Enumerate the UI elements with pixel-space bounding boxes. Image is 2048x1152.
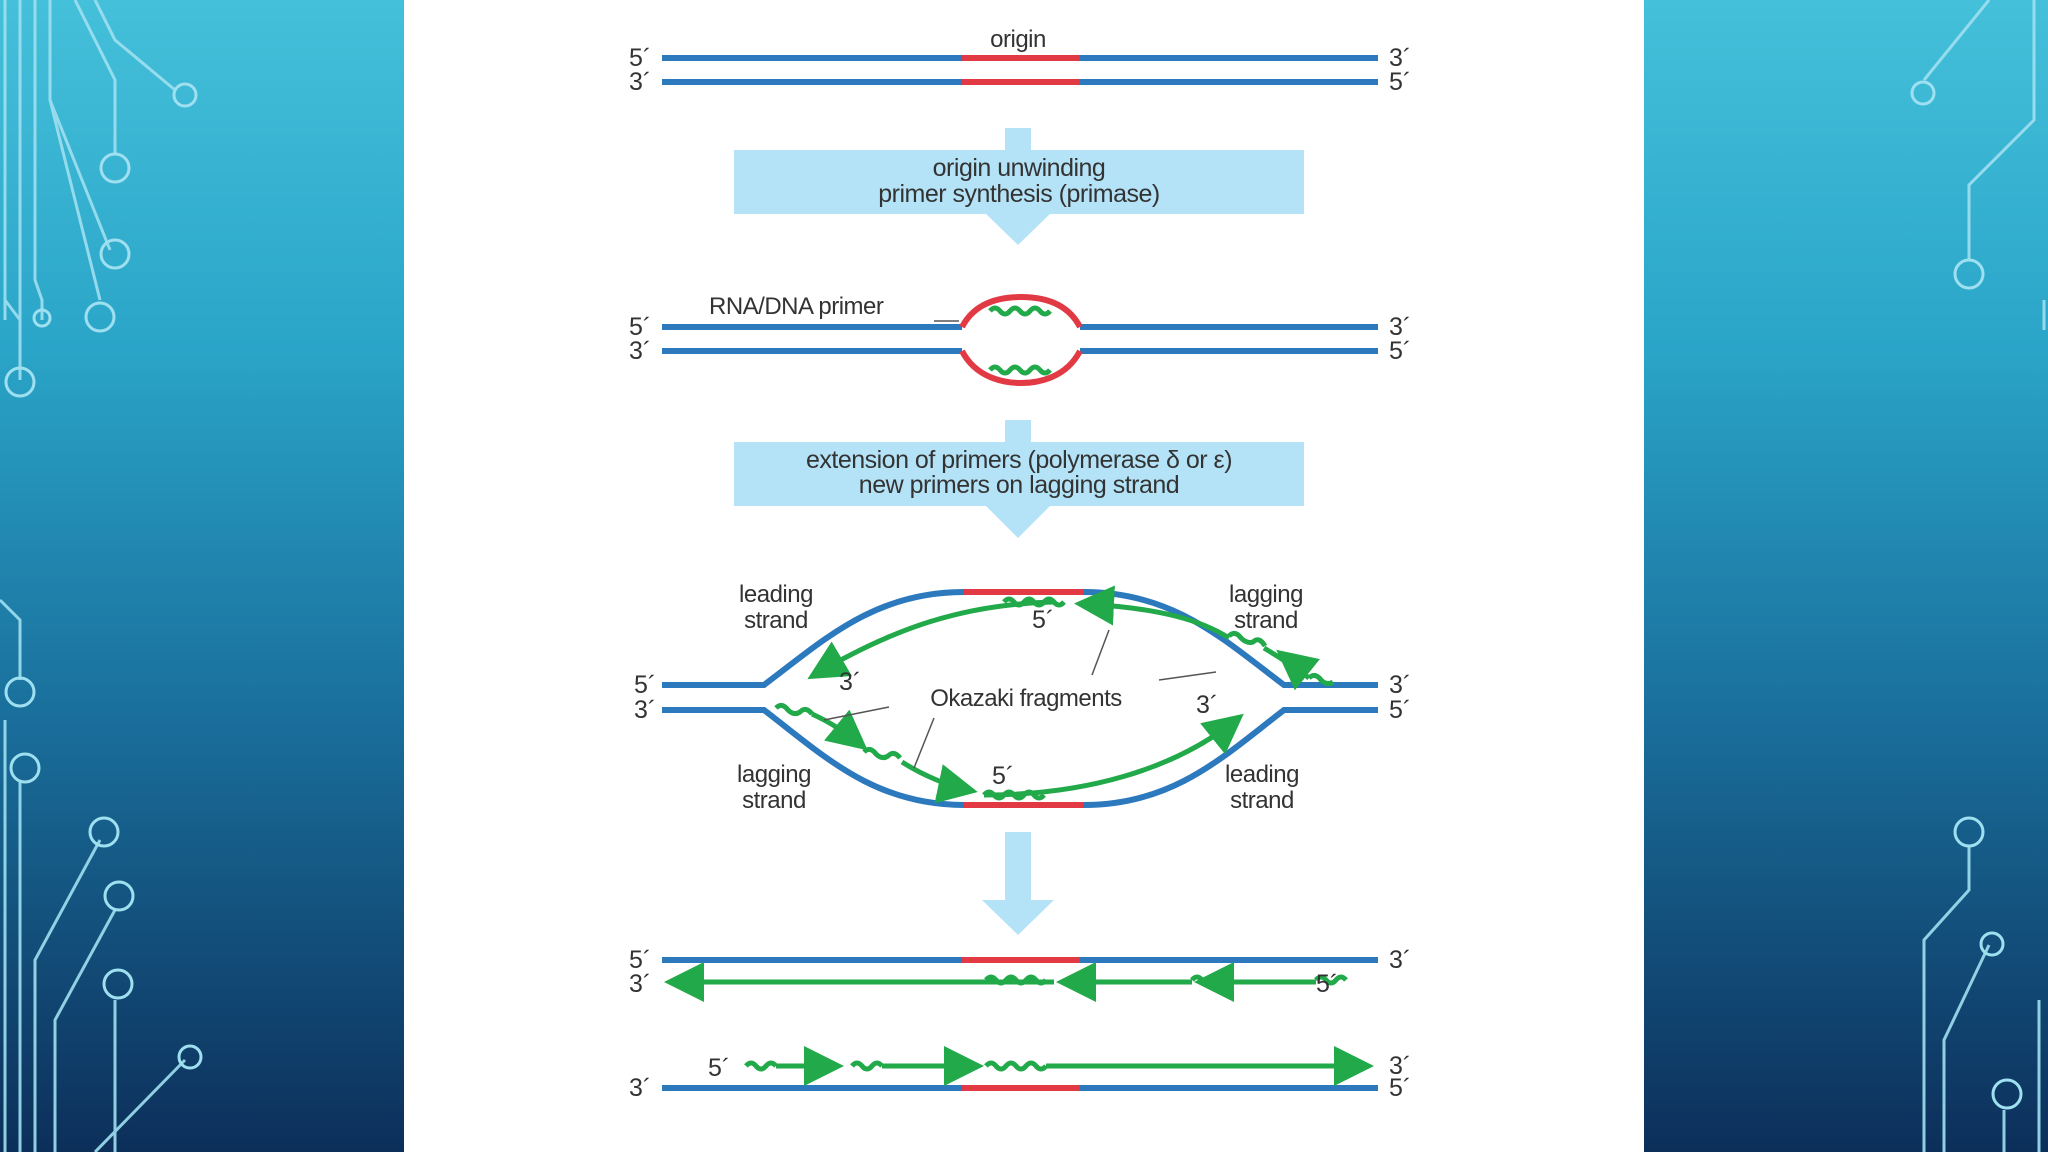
pair1-top-right-end: 3´: [1389, 946, 1411, 974]
pair1-new-strand-end: 5´: [1316, 970, 1338, 998]
stage3-top-left-end: 5´: [634, 671, 656, 699]
step1-line1: origin unwinding: [933, 154, 1106, 182]
stage1-top-left-end: 5´: [629, 44, 651, 72]
daughter-duplex-2: [662, 1046, 1378, 1091]
stage2-bottom-left-end: 3´: [629, 337, 651, 365]
lower-right-label-line2: strand: [1230, 787, 1294, 814]
step3-arrow: [982, 832, 1054, 935]
primer-label: RNA/DNA primer: [709, 293, 884, 320]
pair2-bottom-left-end: 3´: [629, 1074, 651, 1102]
pair2-new-strand-end: 3´: [1389, 1052, 1411, 1080]
daughter-duplex-1: [662, 957, 1378, 1002]
step2-line2: new primers on lagging strand: [859, 471, 1179, 499]
stage1-bottom-left-end: 3´: [629, 68, 651, 96]
stage2-bottom-right-end: 5´: [1389, 337, 1411, 365]
stage2-top-right-end: 3´: [1389, 313, 1411, 341]
lower-fragment-3-end: 3´: [1196, 691, 1218, 719]
stage3-bottom-right-end: 5´: [1389, 696, 1411, 724]
stage1-bottom-right-end: 5´: [1389, 68, 1411, 96]
step2-line1: extension of primers (polymerase δ or ε): [806, 446, 1232, 474]
stage1-duplex: [662, 55, 1378, 85]
lower-left-label-line1: lagging: [737, 761, 811, 788]
okazaki-fragments-label: Okazaki fragments: [930, 685, 1122, 712]
lower-right-label-line1: leading: [1225, 761, 1299, 788]
upper-left-label-line1: leading: [739, 581, 813, 608]
upper-right-label-line1: lagging: [1229, 581, 1303, 608]
pair1-bottom-left-end: 3´: [629, 970, 651, 998]
stage2-bubble: [662, 293, 1378, 387]
diagram-panel: origin 5´ 3´ 3´ 5´ origin unwinding prim…: [404, 0, 1644, 1152]
stage3-replication-bubble: [662, 585, 1378, 808]
upper-fragment-5-end: 5´: [1032, 606, 1054, 634]
stage3-bottom-left-end: 3´: [634, 696, 656, 724]
dna-replication-diagram: origin 5´ 3´ 3´ 5´ origin unwinding prim…: [629, 26, 1411, 1102]
step1-line2: primer synthesis (primase): [878, 180, 1160, 208]
pair2-new-strand-start: 5´: [708, 1054, 730, 1082]
pair2-bottom-right-end: 5´: [1389, 1074, 1411, 1102]
lower-left-label-line2: strand: [742, 787, 806, 814]
stage3-top-right-end: 3´: [1389, 671, 1411, 699]
stage1-top-right-end: 3´: [1389, 44, 1411, 72]
upper-right-label-line2: strand: [1234, 607, 1298, 634]
origin-label: origin: [990, 26, 1046, 53]
upper-left-label-line2: strand: [744, 607, 808, 634]
step2-arrow: [734, 420, 1304, 538]
stage2-top-left-end: 5´: [629, 313, 651, 341]
step1-arrow: [734, 128, 1304, 245]
lower-fragment-5-end: 5´: [992, 762, 1014, 790]
right-circuit-decoration: [1910, 0, 2046, 1152]
upper-fragment-3-end: 3´: [839, 668, 861, 696]
pair1-top-left-end: 5´: [629, 946, 651, 974]
left-circuit-decoration: [0, 0, 203, 1152]
